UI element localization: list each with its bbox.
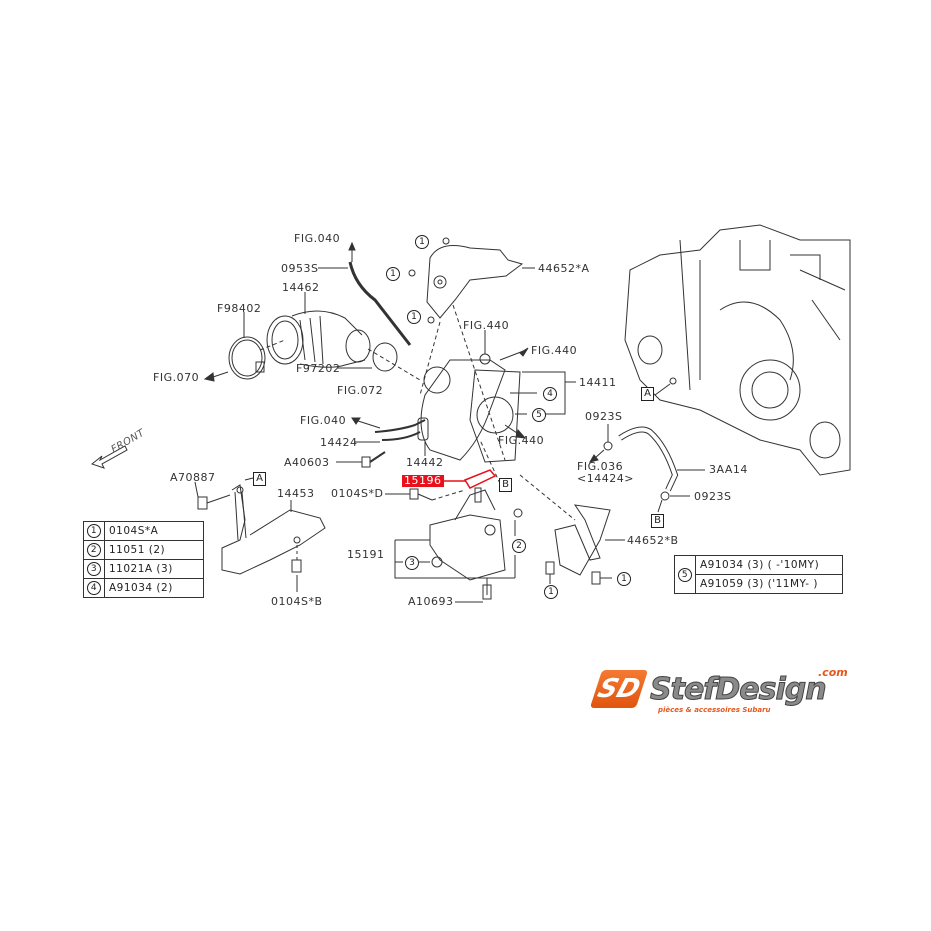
callout-4: 4 xyxy=(543,387,557,401)
ref-box-a-left: A xyxy=(253,472,266,486)
label-part-0104sd[interactable]: 0104S*D xyxy=(331,487,384,500)
label-fig040-top[interactable]: FIG.040 xyxy=(294,232,341,245)
label-part-14411[interactable]: 14411 xyxy=(579,376,617,389)
label-part-14442[interactable]: 14442 xyxy=(406,456,444,469)
label-fig040-mid[interactable]: FIG.040 xyxy=(300,414,347,427)
ref-box-b-right: B xyxy=(651,514,664,528)
callout-1: 1 xyxy=(386,267,400,281)
label-part-a40603[interactable]: A40603 xyxy=(284,456,330,469)
legend-part[interactable]: 11021A (3) xyxy=(104,559,204,579)
legend-part[interactable]: A91034 (2) xyxy=(104,578,204,598)
label-fig036-sub[interactable]: <14424> xyxy=(577,472,634,485)
legend-part[interactable]: 11051 (2) xyxy=(104,540,204,560)
callout-5: 5 xyxy=(532,408,546,422)
ref-box-b-mid: B xyxy=(499,478,512,492)
legend-row: A91059 (3) ('11MY- ) xyxy=(675,574,843,594)
legend-right-table: 5 A91034 (3) ( -'10MY) A91059 (3) ('11MY… xyxy=(674,555,843,594)
label-part-44652b[interactable]: 44652*B xyxy=(627,534,679,547)
label-fig440-c[interactable]: FIG.440 xyxy=(498,434,545,447)
label-fig036[interactable]: FIG.036 xyxy=(577,460,624,473)
label-part-14424[interactable]: 14424 xyxy=(320,436,358,449)
stefdesign-logo[interactable]: SD StefDesign .com pièces & accessoires … xyxy=(589,666,856,720)
legend-number: 3 xyxy=(87,562,101,576)
legend-number: 4 xyxy=(87,581,101,595)
label-part-a10693[interactable]: A10693 xyxy=(408,595,454,608)
legend-row: 3 11021A (3) xyxy=(83,559,204,579)
legend-number: 1 xyxy=(87,524,101,538)
label-part-f97202[interactable]: F97202 xyxy=(296,362,341,375)
label-part-a70887[interactable]: A70887 xyxy=(170,471,216,484)
label-fig440-a[interactable]: FIG.440 xyxy=(463,319,510,332)
ref-box-a-right: A xyxy=(641,387,654,401)
legend-part[interactable]: A91059 (3) ('11MY- ) xyxy=(695,574,843,594)
label-part-0923s-a[interactable]: 0923S xyxy=(585,410,623,423)
legend-row: 5 A91034 (3) ( -'10MY) xyxy=(674,555,843,594)
logo-domain: .com xyxy=(818,666,848,679)
legend-number: 2 xyxy=(87,543,101,557)
label-part-0923s-b[interactable]: 0923S xyxy=(694,490,732,503)
callout-1: 1 xyxy=(415,235,429,249)
logo-tagline: pièces & accessoires Subaru xyxy=(658,706,771,714)
label-part-14462[interactable]: 14462 xyxy=(282,281,320,294)
label-part-3aa14[interactable]: 3AA14 xyxy=(709,463,748,476)
label-part-f98402[interactable]: F98402 xyxy=(217,302,262,315)
callout-2: 2 xyxy=(512,539,526,553)
legend-part[interactable]: 0104S*A xyxy=(104,521,204,541)
logo-mark-icon: SD xyxy=(589,670,649,708)
label-fig070[interactable]: FIG.070 xyxy=(153,371,200,384)
logo-wordmark: StefDesign xyxy=(650,672,828,708)
label-part-14453[interactable]: 14453 xyxy=(277,487,315,500)
callout-3: 3 xyxy=(405,556,419,570)
label-part-15191[interactable]: 15191 xyxy=(347,548,385,561)
label-part-0104sb[interactable]: 0104S*B xyxy=(271,595,323,608)
legend-part[interactable]: A91034 (3) ( -'10MY) xyxy=(695,555,843,575)
legend-row: 1 0104S*A xyxy=(83,521,204,541)
legend-row: 2 11051 (2) xyxy=(83,540,204,560)
callout-1: 1 xyxy=(407,310,421,324)
label-fig440-b[interactable]: FIG.440 xyxy=(531,344,578,357)
legend-number: 5 xyxy=(678,567,692,582)
legend-left-table: 1 0104S*A 2 11051 (2) 3 11021A (3) 4 A91… xyxy=(83,521,204,598)
callout-1: 1 xyxy=(617,572,631,586)
label-fig072[interactable]: FIG.072 xyxy=(337,384,384,397)
label-part-15196-highlighted[interactable]: 15196 xyxy=(402,474,444,487)
callout-1: 1 xyxy=(544,585,558,599)
label-part-0953s[interactable]: 0953S xyxy=(281,262,319,275)
label-part-44652a[interactable]: 44652*A xyxy=(538,262,590,275)
legend-row: 4 A91034 (2) xyxy=(83,578,204,598)
